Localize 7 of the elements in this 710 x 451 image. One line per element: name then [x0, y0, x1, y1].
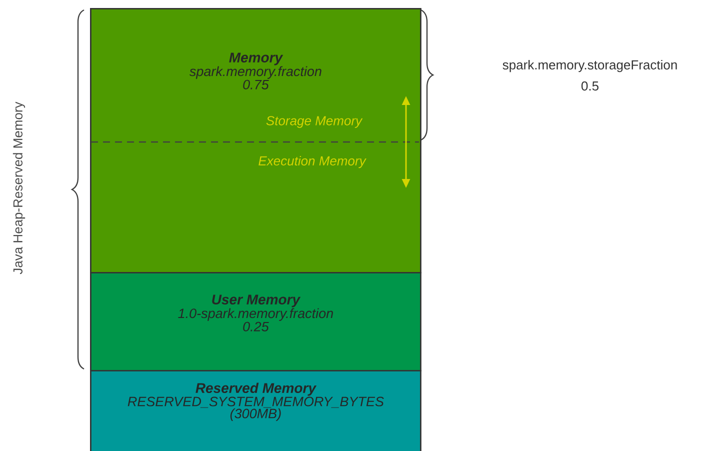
axis-label: Java Heap-Reserved Memory	[12, 102, 26, 274]
region-label: Storage Memory	[266, 116, 363, 128]
memory-region-box: User Memory 1.0-spark.memory.fraction 0.25	[90, 272, 422, 372]
label: 0.5	[581, 81, 598, 91]
memory-region-box: Reserved Memory RESERVED_SYSTEM_MEMORY_BYTES (300MB)	[90, 370, 422, 451]
region-label: Execution Memory	[258, 156, 366, 168]
label: spark.memory.storageFraction	[502, 60, 677, 72]
